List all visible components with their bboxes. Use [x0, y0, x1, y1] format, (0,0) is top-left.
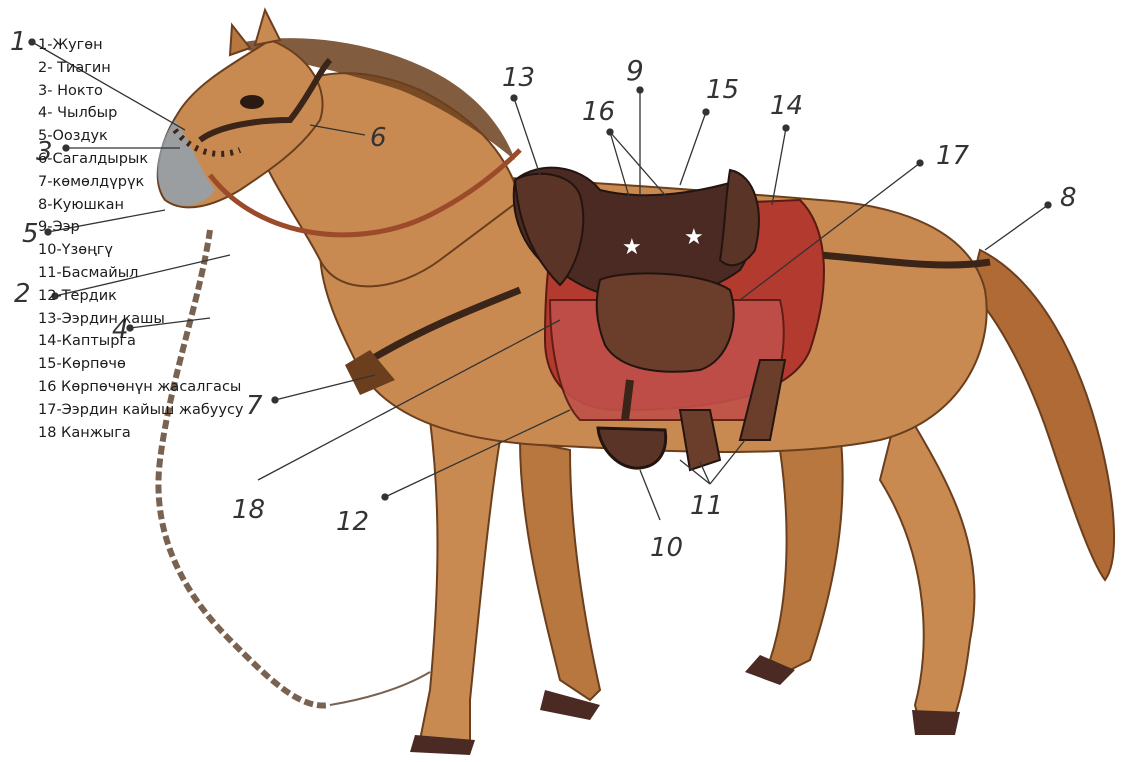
leader-line-8	[985, 205, 1048, 250]
legend-item: 16 Көрпөчөнүн жасалгасы	[38, 376, 244, 399]
front-leg-near	[420, 420, 500, 745]
legend-item: 6-Сагалдырык	[38, 148, 244, 171]
callout-2: 2	[14, 279, 31, 309]
callout-6: 6	[370, 123, 387, 153]
stirrup-leather	[625, 380, 630, 420]
callout-7: 7	[246, 391, 263, 421]
leader-line-15	[680, 112, 706, 185]
legend-item: 7-көмөлдүрүк	[38, 171, 244, 194]
callout-1: 1	[10, 27, 27, 57]
legend-item: 1-Жугөн	[38, 34, 244, 57]
legend-item: 18 Канжыга	[38, 422, 244, 445]
legend-item: 5-Ооздук	[38, 125, 244, 148]
callout-17: 17	[936, 141, 970, 171]
leader-line-14	[772, 128, 786, 205]
legend-item: 15-Көрпөчө	[38, 353, 244, 376]
callout-5: 5	[22, 219, 39, 249]
legend-item: 11-Басмайыл	[38, 262, 244, 285]
saddle-flap	[597, 273, 734, 371]
legend-item: 2- Тиагин	[38, 57, 244, 80]
stirrup	[598, 428, 666, 468]
parts-legend: 1-Жугөн 2- Тиагин 3- Нокто 4- Чылбыр 5-О…	[38, 34, 244, 444]
legend-item: 9-Ээр	[38, 216, 244, 239]
callout-8: 8	[1060, 183, 1077, 213]
legend-item: 4- Чылбыр	[38, 102, 244, 125]
saddle-star: ★	[622, 235, 642, 260]
leader-line-13	[514, 98, 540, 175]
leader-line-10	[640, 470, 660, 520]
callout-12: 12	[336, 507, 369, 537]
callout-9: 9	[626, 54, 644, 87]
callout-13: 13	[502, 63, 535, 93]
callout-14: 14	[770, 91, 803, 121]
front-leg-far	[520, 440, 600, 700]
legend-item: 17-Ээрдин кайыш жабуусу	[38, 399, 244, 422]
legend-item: 12-Тердик	[38, 285, 244, 308]
horse-eye	[240, 95, 264, 109]
horse-ear	[255, 10, 280, 45]
hind-leg-near	[880, 400, 975, 725]
horse-tail	[970, 250, 1114, 580]
callout-11: 11	[690, 491, 723, 521]
legend-item: 3- Нокто	[38, 80, 244, 103]
callout-10: 10	[650, 533, 683, 563]
hind-leg-far	[770, 430, 843, 670]
saddle-star: ★	[684, 225, 704, 250]
callout-15: 15	[706, 75, 739, 105]
hoof	[912, 710, 960, 735]
legend-item: 13-Ээрдин кашы	[38, 308, 244, 331]
callout-16: 16	[582, 97, 615, 127]
callout-18: 18	[232, 495, 265, 525]
legend-item: 8-Куюшкан	[38, 194, 244, 217]
legend-item: 10-Үзөңгү	[38, 239, 244, 262]
legend-item: 14-Каптырга	[38, 330, 244, 353]
